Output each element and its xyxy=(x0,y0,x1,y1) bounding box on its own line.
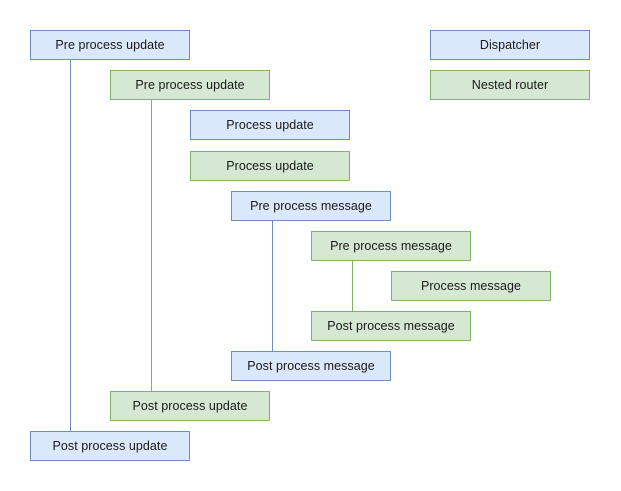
node-post-process-message-dispatcher[interactable]: Post process message xyxy=(231,351,391,381)
legend-dispatcher-dispatcher[interactable]: Dispatcher xyxy=(430,30,590,60)
node-pre-process-message-dispatcher[interactable]: Pre process message xyxy=(231,191,391,221)
legend-nested-router-router[interactable]: Nested router xyxy=(430,70,590,100)
node-process-update-router[interactable]: Process update xyxy=(190,151,350,181)
connector-dispatcher-0 xyxy=(70,60,71,431)
node-pre-process-update-dispatcher[interactable]: Pre process update xyxy=(30,30,190,60)
node-post-process-update-router[interactable]: Post process update xyxy=(110,391,270,421)
node-process-update-dispatcher[interactable]: Process update xyxy=(190,110,350,140)
connector-router-3 xyxy=(352,261,353,311)
node-post-process-message-router[interactable]: Post process message xyxy=(311,311,471,341)
node-process-message-router[interactable]: Process message xyxy=(391,271,551,301)
connector-dispatcher-2 xyxy=(272,221,273,351)
node-pre-process-update-router[interactable]: Pre process update xyxy=(110,70,270,100)
node-pre-process-message-router[interactable]: Pre process message xyxy=(311,231,471,261)
connector-router-1 xyxy=(151,100,152,391)
node-post-process-update-dispatcher[interactable]: Post process update xyxy=(30,431,190,461)
